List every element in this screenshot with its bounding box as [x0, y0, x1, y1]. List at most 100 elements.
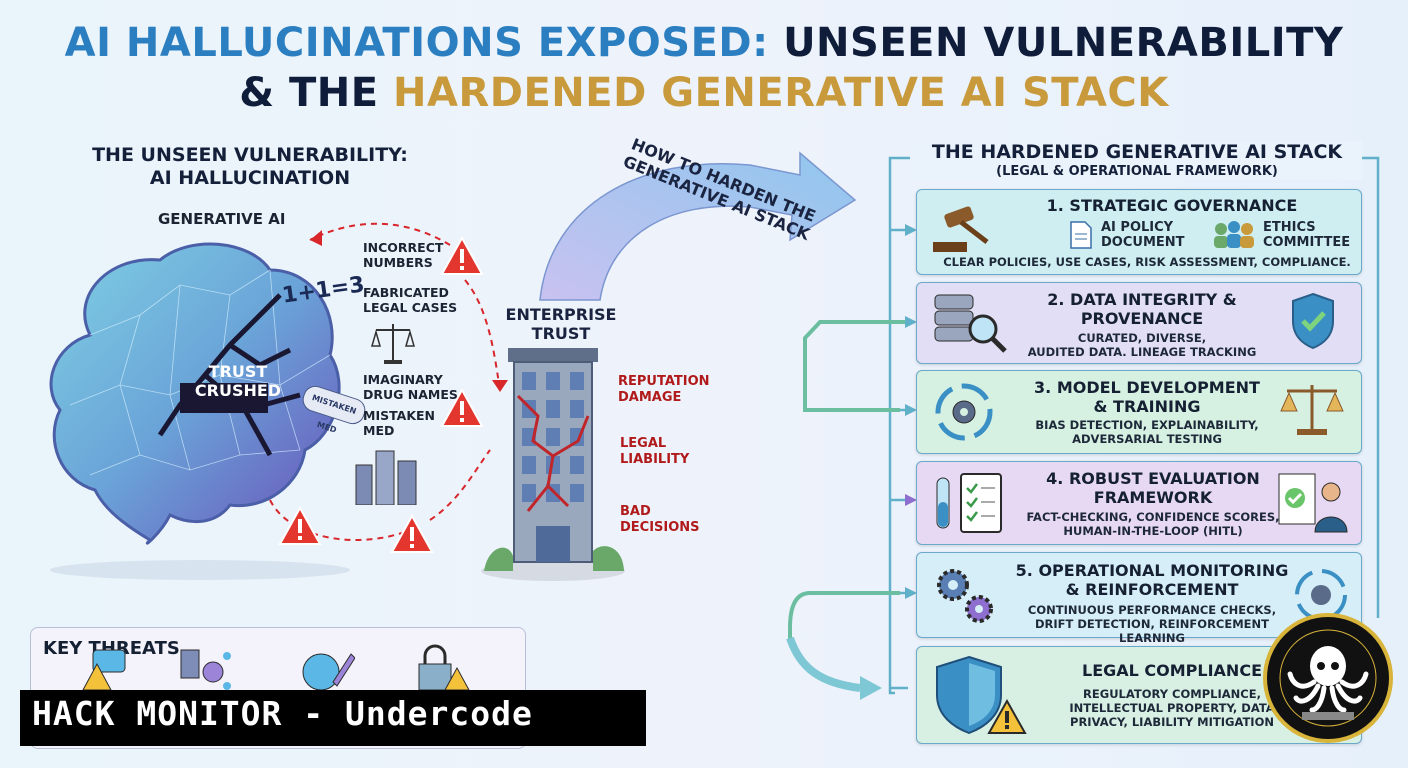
left-heading-line-1: THE UNSEEN VULNERABILITY: [92, 144, 408, 166]
card-6-desc: REGULATORY COMPLIANCE, INTELLECTUAL PROP… [1047, 687, 1297, 729]
brain-label: GENERATIVE AI [158, 210, 286, 228]
stack-card-strategic-governance[interactable]: 1. STRATEGIC GOVERNANCE AI POLICY DOCUME… [916, 189, 1362, 275]
issue-mistaken-line-1: MISTAKEN [363, 408, 436, 423]
test-tube-checklist-icon [936, 473, 1002, 533]
trust-crushed-line-2: CRUSHED [194, 381, 282, 400]
card-5-title: 5. OPERATIONAL MONITORING & REINFORCEMEN… [1007, 561, 1297, 599]
impact-reputation: REPUTATION DAMAGE [618, 374, 710, 406]
policy-line-2: DOCUMENT [1101, 235, 1185, 250]
policy-line-1: AI POLICY [1101, 220, 1174, 235]
key-threats-heading: KEY THREATS [43, 638, 180, 659]
issue-fabricated-legal: FABRICATED LEGAL CASES [363, 285, 457, 315]
shield-check-icon [1292, 292, 1334, 350]
banner-text: HACK MONITOR - Undercode [32, 694, 533, 733]
warning-icon-3 [278, 506, 322, 545]
database-search-icon [934, 294, 1007, 353]
issue-mistaken-line-2: MED [363, 423, 395, 438]
card-6-desc-line-1: REGULATORY COMPLIANCE, [1083, 687, 1261, 701]
title-part-2: UNSEEN VULNERABILITY [783, 20, 1344, 66]
policy-label: AI POLICY DOCUMENT [1101, 220, 1185, 250]
legal-line-1: LEGAL [620, 436, 667, 451]
card-2-desc-line-1: CURATED, DIVERSE, [1077, 331, 1207, 345]
balance-scale-icon [1280, 385, 1344, 435]
title-part-4: HARDENED GENERATIVE AI STACK [393, 70, 1169, 116]
refresh-gear-icon [1295, 569, 1347, 621]
cracked-building-icon [481, 348, 625, 581]
warning-icon-1 [440, 236, 484, 275]
ethics-line-2: COMMITTEE [1263, 235, 1351, 250]
card-1-desc: CLEAR POLICIES, USE CASES, RISK ASSESSME… [943, 255, 1351, 269]
stack-card-robust-evaluation[interactable]: 4. ROBUST EVALUATION FRAMEWORK FACT-CHEC… [916, 461, 1362, 545]
left-heading-line-2: AI HALLUCINATION [149, 167, 351, 189]
ethics-label: ETHICS COMMITTEE [1263, 220, 1350, 250]
issue-incorrect-line-2: NUMBERS [363, 255, 433, 270]
card-4-desc-line-2: HUMAN-IN-THE-LOOP (HITL) [1063, 524, 1243, 538]
stack-card-data-integrity[interactable]: 2. DATA INTEGRITY & PROVENANCE CURATED, … [916, 282, 1362, 364]
card-4-title: 4. ROBUST EVALUATION FRAMEWORK [1013, 469, 1293, 507]
human-reviewer-icon [1278, 473, 1348, 533]
legal-line-2: LIABILITY [620, 452, 690, 467]
warning-icon-4 [390, 514, 434, 553]
harden-arc-arrow [539, 151, 857, 301]
right-section-heading: THE HARDENED GENERATIVE AI STACK (LEGAL … [912, 141, 1362, 180]
card-3-title-line-2: & TRAINING [1093, 397, 1201, 416]
right-heading: THE HARDENED GENERATIVE AI STACK [931, 141, 1343, 163]
card-1-title: 1. STRATEGIC GOVERNANCE [1046, 196, 1298, 215]
card-2-title-line-1: 2. DATA INTEGRITY & [1047, 290, 1237, 309]
card-2-title-line-2: PROVENANCE [1080, 309, 1204, 328]
title-part-3: & THE [239, 70, 379, 116]
card-2-desc-line-2: AUDITED DATA. LINEAGE TRACKING [1027, 345, 1257, 359]
card-6-desc-line-3: PRIVACY, LIABILITY MITIGATION [1070, 715, 1274, 729]
issue-imaginary-line-1: IMAGINARY [363, 372, 443, 387]
card-3-desc-line-1: BIAS DETECTION, EXPLAINABILITY, [1035, 418, 1259, 432]
main-title-line-1: AI HALLUCINATIONS EXPOSED: UNSEEN VULNER… [0, 20, 1408, 66]
hallucination-arrows [269, 222, 508, 541]
impact-bad-decisions: BAD DECISIONS [620, 504, 700, 536]
enterprise-line-2: TRUST [531, 324, 591, 343]
gears-icon [937, 569, 993, 623]
bad-line-2: DECISIONS [620, 520, 700, 535]
issue-incorrect-line-1: INCORRECT [363, 240, 444, 255]
card-3-title: 3. MODEL DEVELOPMENT & TRAINING [1007, 378, 1287, 416]
card-2-title: 2. DATA INTEGRITY & PROVENANCE [1007, 290, 1277, 328]
warning-icon-2 [440, 388, 484, 427]
pencil-head-icon [302, 653, 355, 691]
issue-mistaken-med: MISTAKEN MED [363, 408, 435, 438]
right-subheading: (LEGAL & OPERATIONAL FRAMEWORK) [996, 164, 1278, 179]
gear-cycle-icon [935, 383, 993, 441]
stack-card-operational-monitoring[interactable]: 5. OPERATIONAL MONITORING & REINFORCEMEN… [916, 552, 1362, 645]
title-part-1: AI HALLUCINATIONS EXPOSED: [64, 20, 769, 66]
card-3-desc: BIAS DETECTION, EXPLAINABILITY, ADVERSAR… [1007, 418, 1287, 446]
enterprise-trust-label: ENTERPRISE TRUST [496, 305, 626, 343]
card-2-desc: CURATED, DIVERSE, AUDITED DATA. LINEAGE … [1007, 331, 1277, 359]
document-icon [1070, 221, 1092, 249]
ethics-line-1: ETHICS [1263, 220, 1316, 235]
main-title-line-2: & THE HARDENED GENERATIVE AI STACK [0, 70, 1408, 116]
reputation-line-1: REPUTATION [618, 374, 710, 389]
stack-card-model-development[interactable]: 3. MODEL DEVELOPMENT & TRAINING BIAS DET… [916, 370, 1362, 454]
card-5-title-line-1: 5. OPERATIONAL MONITORING [1015, 561, 1289, 580]
bad-line-1: BAD [620, 504, 651, 519]
brain-illustration [49, 242, 350, 580]
octopus-logo [1263, 613, 1393, 743]
card-5-desc-line-1: CONTINUOUS PERFORMANCE CHECKS, [1027, 603, 1277, 617]
card-5-desc: CONTINUOUS PERFORMANCE CHECKS, DRIFT DET… [1007, 603, 1297, 645]
issue-imaginary-line-2: DRUG NAMES [363, 387, 458, 402]
committee-icon [1214, 221, 1254, 248]
crumbling-buildings-icon [355, 450, 417, 505]
chat-warning-icon [82, 649, 126, 691]
scale-icon [371, 324, 415, 364]
card-4-desc-line-1: FACT-CHECKING, CONFIDENCE SCORES, [1026, 510, 1280, 524]
gavel-icon [933, 206, 989, 252]
enterprise-line-1: ENTERPRISE [505, 305, 617, 324]
card-4-desc: FACT-CHECKING, CONFIDENCE SCORES, HUMAN-… [1013, 510, 1293, 538]
issue-fabricated-line-2: LEGAL CASES [363, 300, 458, 315]
trust-crushed-label: TRUST CRUSHED [188, 362, 288, 400]
card-4-title-line-1: 4. ROBUST EVALUATION [1046, 469, 1260, 488]
card-6-desc-line-2: INTELLECTUAL PROPERTY, DATA [1069, 701, 1275, 715]
shield-warning-icon [936, 655, 1027, 735]
left-section-heading: THE UNSEEN VULNERABILITY: AI HALLUCINATI… [40, 144, 460, 190]
lock-warning-icon [418, 644, 470, 691]
issue-imaginary-drugs: IMAGINARY DRUG NAMES [363, 372, 458, 402]
data-network-icon [180, 649, 231, 690]
